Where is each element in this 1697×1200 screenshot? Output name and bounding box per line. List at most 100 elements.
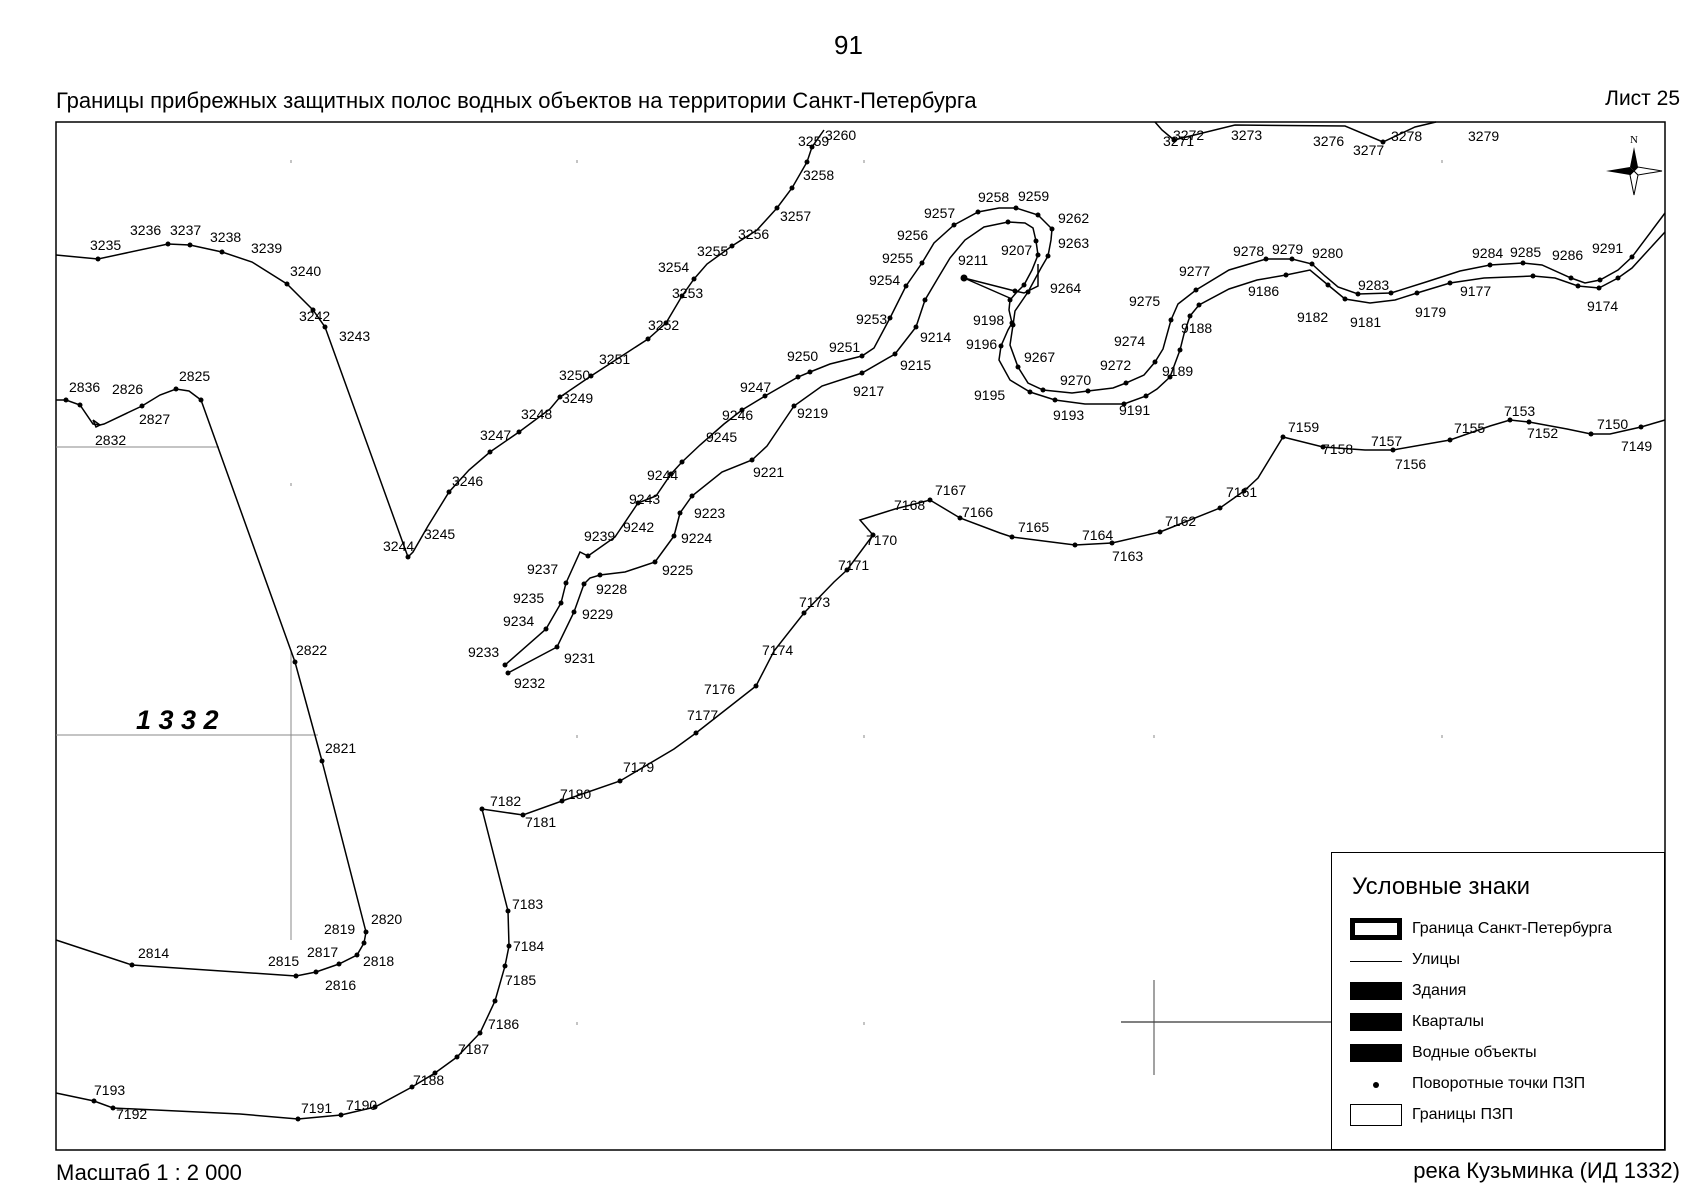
point-label-7155: 7155 — [1454, 420, 1485, 436]
point-label-2815: 2815 — [268, 953, 299, 969]
point-label-7177: 7177 — [687, 707, 718, 723]
point-label-9259: 9259 — [1018, 188, 1049, 204]
point-label-9219: 9219 — [797, 405, 828, 421]
point-label-9237: 9237 — [527, 561, 558, 577]
point-label-2821: 2821 — [325, 740, 356, 756]
turning-points — [63, 137, 1644, 1122]
point-label-9177: 9177 — [1460, 283, 1491, 299]
point-label-9253: 9253 — [856, 311, 887, 327]
point-label-3255: 3255 — [697, 243, 728, 259]
point-label-7192: 7192 — [116, 1106, 147, 1122]
boundary-line-9232-outer — [504, 207, 1666, 666]
point-label-7149: 7149 — [1621, 438, 1652, 454]
point-label-9188: 9188 — [1181, 320, 1212, 336]
point-label-9232: 9232 — [514, 675, 545, 691]
point-label-3250: 3250 — [559, 367, 590, 383]
point-label-2832: 2832 — [95, 432, 126, 448]
north-label: N — [1630, 134, 1638, 146]
point-label-9255: 9255 — [882, 250, 913, 266]
boundary-line-7149 — [55, 419, 1666, 1120]
point-label-3240: 3240 — [290, 263, 321, 279]
legend-label: Граница Санкт-Петербурга — [1412, 920, 1612, 937]
point-label-9277: 9277 — [1179, 263, 1210, 279]
point-label-3277: 3277 — [1353, 142, 1384, 158]
object-id-label: 1 3 3 2 — [136, 705, 219, 735]
point-label-7159: 7159 — [1288, 419, 1319, 435]
point-label-7161: 7161 — [1226, 484, 1257, 500]
point-label-9272: 9272 — [1100, 357, 1131, 373]
point-label-9233: 9233 — [468, 644, 499, 660]
point-label-7191: 7191 — [301, 1100, 332, 1116]
point-label-3258: 3258 — [803, 167, 834, 183]
point-label-3257: 3257 — [780, 208, 811, 224]
buildings-swatch — [1350, 982, 1402, 1000]
point-label-7174: 7174 — [762, 642, 793, 658]
point-label-9182: 9182 — [1297, 309, 1328, 325]
point-label-9256: 9256 — [897, 227, 928, 243]
point-label-9254: 9254 — [869, 272, 900, 288]
point-label-2816: 2816 — [325, 977, 356, 993]
point-label-3278: 3278 — [1391, 128, 1422, 144]
point-label-9215: 9215 — [900, 357, 931, 373]
sheet-number: Лист 25 — [1605, 87, 1680, 110]
point-label-9279: 9279 — [1272, 241, 1303, 257]
point-label-7167: 7167 — [935, 482, 966, 498]
point-label-9274: 9274 — [1114, 333, 1145, 349]
boundary-line-9231-inner — [507, 221, 1666, 674]
point-label-2827: 2827 — [139, 411, 170, 427]
point-label-2817: 2817 — [307, 944, 338, 960]
point-label-9235: 9235 — [513, 590, 544, 606]
point-label-3260: 3260 — [825, 127, 856, 143]
point-label-7153: 7153 — [1504, 403, 1535, 419]
point-label-9270: 9270 — [1060, 372, 1091, 388]
point-label-9285: 9285 — [1510, 244, 1541, 260]
point-label-9207: 9207 — [1001, 242, 1032, 258]
point-label-3259: 3259 — [798, 133, 829, 149]
point-label-2820: 2820 — [371, 911, 402, 927]
point-label-7150: 7150 — [1597, 416, 1628, 432]
point-label-7157: 7157 — [1371, 433, 1402, 449]
point-label-3254: 3254 — [658, 259, 689, 275]
north-arrow-icon: N — [1606, 134, 1663, 196]
blocks-swatch — [1350, 1013, 1402, 1031]
boundary-line-3271 — [1154, 121, 1437, 143]
point-label-9262: 9262 — [1058, 210, 1089, 226]
point-label-9181: 9181 — [1350, 314, 1381, 330]
point-label-9195: 9195 — [974, 387, 1005, 403]
legend: Условные знаки Граница Санкт-Петербурга … — [1331, 852, 1665, 1150]
point-label-3247: 3247 — [480, 427, 511, 443]
legend-label: Границы ПЗП — [1412, 1106, 1514, 1123]
point-label-3251: 3251 — [599, 351, 630, 367]
point-label-7168: 7168 — [894, 497, 925, 513]
point-label-7193: 7193 — [94, 1082, 125, 1098]
point-label-7182: 7182 — [490, 793, 521, 809]
point-label-2819: 2819 — [324, 921, 355, 937]
point-label-7156: 7156 — [1395, 456, 1426, 472]
legend-label: Водные объекты — [1412, 1044, 1537, 1061]
point-label-9258: 9258 — [978, 189, 1009, 205]
point-label-2836: 2836 — [69, 379, 100, 395]
point-label-7170: 7170 — [866, 532, 897, 548]
point-label-7179: 7179 — [623, 759, 654, 775]
legend-label: Улицы — [1412, 951, 1461, 968]
point-label-7171: 7171 — [838, 557, 869, 573]
point-label-9257: 9257 — [924, 205, 955, 221]
point-label-7162: 7162 — [1165, 513, 1196, 529]
water-swatch — [1350, 1044, 1402, 1062]
point-label-7173: 7173 — [799, 594, 830, 610]
point-label-9186: 9186 — [1248, 283, 1279, 299]
point-label-9225: 9225 — [662, 562, 693, 578]
point-label-3271: 3271 — [1163, 133, 1194, 149]
point-label-9223: 9223 — [694, 505, 725, 521]
point-label-3256: 3256 — [738, 226, 769, 242]
point-label-9196: 9196 — [966, 336, 997, 352]
point-label-9214: 9214 — [920, 329, 951, 345]
point-label-3239: 3239 — [251, 240, 282, 256]
point-label-9229: 9229 — [582, 606, 613, 622]
grid-marks — [56, 160, 1443, 1075]
page-number: 91 — [834, 30, 863, 60]
pzp-boundary-swatch — [1350, 1104, 1402, 1126]
point-label-3238: 3238 — [210, 229, 241, 245]
